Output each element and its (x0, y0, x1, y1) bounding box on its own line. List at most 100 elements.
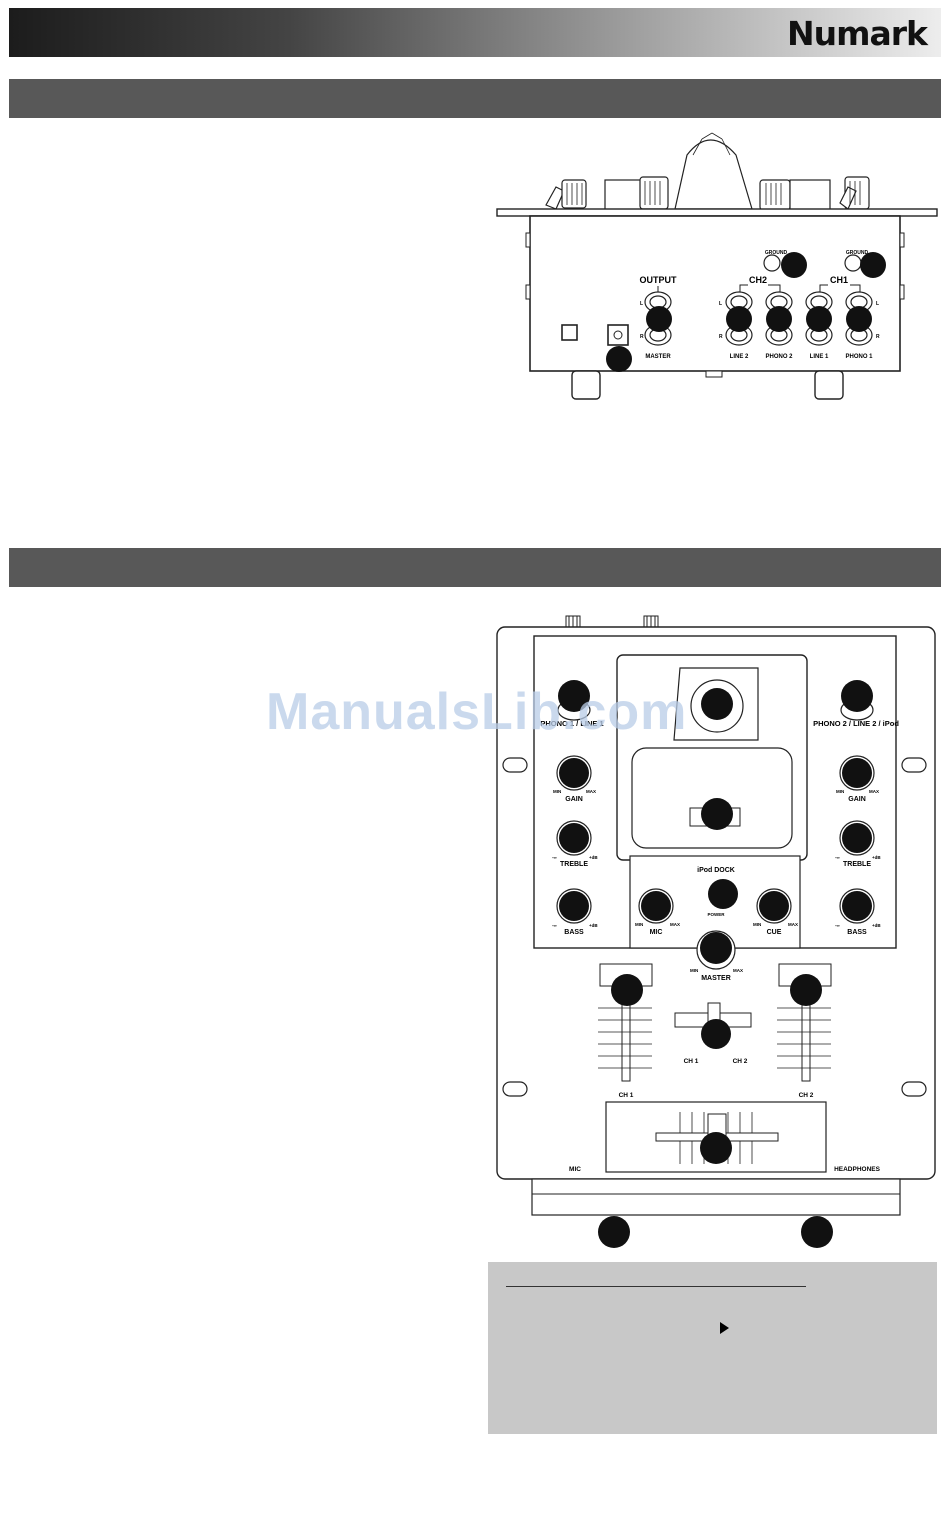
right-channel-label: R (640, 334, 644, 340)
rear-toggle-switch (839, 186, 857, 210)
max-label: MAX (869, 789, 879, 794)
cue-label: CUE (767, 929, 782, 936)
rear-top-plate (496, 208, 938, 217)
ch1-label: CH 1 (684, 1058, 699, 1065)
callout-dot (700, 932, 732, 964)
callout-dot (841, 680, 873, 712)
mic-jack-label: MIC (569, 1166, 581, 1173)
callout-dot (701, 688, 733, 720)
rear-foot (571, 370, 601, 400)
minus-db-label: -∞ (552, 855, 557, 860)
min-label: MIN (836, 789, 844, 794)
callout-dot (801, 1216, 833, 1248)
callout-dot (708, 879, 738, 909)
ch1-source-label: PHONO 1 / LINE 1 (540, 719, 603, 728)
ch1-label: CH 1 (619, 1092, 634, 1099)
callout-dot (842, 823, 872, 853)
master-label: MASTER (645, 354, 671, 360)
ground-label: GROUND (846, 250, 869, 256)
minus-db-label: -∞ (835, 855, 840, 860)
minus-db-label: -∞ (835, 923, 840, 928)
max-label: MAX (733, 968, 743, 973)
rear-foot (814, 370, 844, 400)
ipod-cradle (631, 747, 793, 849)
callout-dot (598, 1216, 630, 1248)
callout-dot (611, 974, 643, 1006)
minus-db-label: -∞ (552, 923, 557, 928)
top-panel-diagram: PHONO 1 / LINE 1 PHONO 2 / LINE 2 / iPod… (496, 615, 936, 1248)
output-label: OUTPUT (640, 275, 678, 285)
rear-top-knob (561, 179, 587, 209)
callout-dot (646, 306, 672, 332)
line2-label: LINE 2 (730, 354, 749, 360)
ipod-dock-label: iPod DOCK (697, 867, 735, 874)
callout-dot (558, 680, 590, 712)
master-label: MASTER (701, 975, 731, 982)
headphones-label: HEADPHONES (834, 1166, 881, 1173)
bass-label: BASS (847, 929, 867, 936)
plus-db-label: +dB (589, 855, 598, 860)
rear-top-knob (639, 176, 669, 210)
power-label: POWER (707, 912, 725, 917)
treble-label: TREBLE (560, 861, 588, 868)
brand-logo: Numark (787, 14, 928, 53)
callout-dot (559, 758, 589, 788)
callout-dot (559, 891, 589, 921)
play-arrow-icon (720, 1322, 729, 1334)
callout-dot (701, 1019, 731, 1049)
rear-power-switch (561, 324, 578, 341)
section-bar-top-panel (9, 548, 941, 587)
left-channel-label: L (640, 301, 643, 307)
left-channel-label: L (876, 301, 879, 307)
callout-dot (606, 346, 632, 372)
max-label: MAX (788, 922, 798, 927)
callout-dot (759, 891, 789, 921)
ground-label: GROUND (765, 250, 788, 256)
min-label: MIN (753, 922, 761, 927)
left-channel-label: L (719, 301, 722, 307)
phono1-label: PHONO 1 (845, 354, 873, 360)
section-bar-rear-panel (9, 79, 941, 118)
callout-dot (842, 758, 872, 788)
callout-dot (846, 306, 872, 332)
ch2-label: CH 2 (733, 1058, 748, 1065)
callout-dot (766, 306, 792, 332)
callout-dot (559, 823, 589, 853)
right-channel-label: R (719, 334, 723, 340)
gain-label: GAIN (565, 796, 583, 803)
note-divider (506, 1286, 806, 1287)
plus-db-label: +dB (872, 923, 881, 928)
rear-top-knob (759, 179, 791, 211)
rear-toggle-switch (545, 186, 565, 210)
min-label: MIN (690, 968, 698, 973)
note-box (488, 1262, 937, 1434)
phono2-label: PHONO 2 (765, 354, 793, 360)
ch2-label: CH 2 (799, 1092, 814, 1099)
callout-dot (860, 252, 886, 278)
watermark: ManualsLib.com (266, 683, 688, 741)
rear-chassis (529, 215, 901, 372)
min-label: MIN (635, 922, 643, 927)
callout-dot (842, 891, 872, 921)
min-label: MIN (553, 789, 561, 794)
max-label: MAX (670, 922, 680, 927)
callout-dot (641, 891, 671, 921)
callout-dot (806, 306, 832, 332)
callout-dot (701, 798, 733, 830)
callout-dot (726, 306, 752, 332)
mic-knob-label: MIC (650, 929, 663, 936)
max-label: MAX (586, 789, 596, 794)
callout-dot (790, 974, 822, 1006)
plus-db-label: +dB (589, 923, 598, 928)
rear-top-block (789, 179, 831, 211)
treble-label: TREBLE (843, 861, 871, 868)
ch2-label: CH2 (749, 275, 767, 285)
callout-dot (781, 252, 807, 278)
plus-db-label: +dB (872, 855, 881, 860)
rear-crossfader-housing (674, 139, 753, 210)
bass-label: BASS (564, 929, 584, 936)
line1-label: LINE 1 (810, 354, 829, 360)
right-channel-label: R (876, 334, 880, 340)
rear-panel-diagram: OUTPUT MASTER CH2 CH1 LINE 2 PHONO 2 LIN… (496, 132, 938, 400)
ch2-source-label: PHONO 2 / LINE 2 / iPod (813, 719, 899, 728)
